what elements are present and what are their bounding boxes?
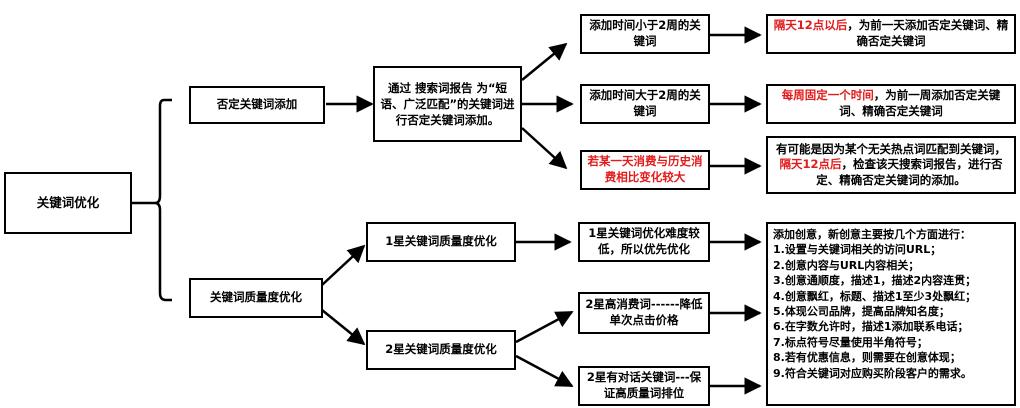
- result-1-rest: ，为前一天添加否定关键词、精确否定关键词: [847, 18, 1009, 48]
- creative-tip-9: 9.符合关键词对应购买阶段客户的需求。: [773, 366, 972, 380]
- case-2-condition: 添加时间大于2周的关键词: [589, 88, 701, 118]
- result-1-text: 隔天12点以后，为前一天添加否定关键词、精确否定关键词: [772, 18, 1010, 49]
- star1-detail-box: 1星关键词优化难度较低，所以优先优化: [578, 222, 710, 262]
- branch-quality-score: 关键词质量度优化: [189, 278, 323, 318]
- creative-tip-3: 3.创意通顺度，描述1，描述2内容连贯；: [773, 274, 977, 288]
- star2-quality-box: 2星关键词质量度优化: [366, 330, 516, 370]
- arrow-quality-to-star2: [321, 309, 366, 346]
- root-label: 关键词优化: [36, 194, 100, 210]
- result-2-text: 每周固定一个时间，为前一周添加否定关键词、精确否定关键词: [772, 88, 1010, 119]
- creative-tip-6: 6.在字数允许时，描述1添加联系电话；: [773, 320, 969, 334]
- negative-result-2: 每周固定一个时间，为前一周添加否定关键词、精确否定关键词: [766, 84, 1016, 124]
- star1-detail-text: 1星关键词优化难度较低，所以优先优化: [588, 226, 700, 256]
- root-node: 关键词优化: [4, 172, 132, 234]
- creative-tip-7: 7.标点符号尽量使用半角符号；: [773, 335, 928, 349]
- negative-case-3: 若某一天消费与历史消费相比变化较大: [580, 150, 710, 190]
- star2-detail-1-text: 2星高消费词------降低单次点击价格: [585, 297, 703, 327]
- arrow-method-to-case1: [521, 42, 568, 81]
- arrow-star2-to-detail2: [515, 354, 574, 388]
- branch-quality-label: 关键词质量度优化: [210, 290, 302, 305]
- case-1-condition: 添加时间小于2周的关键词: [589, 18, 701, 48]
- star2-detail-2-box: 2星有对话关键词---保证高质量词排位: [578, 366, 710, 406]
- result-3-pre: 有可能是因为某个无关热点词匹配到关键词，: [776, 141, 1006, 156]
- creative-tip-5: 5.体现公司品牌，提高品牌知名度；: [773, 304, 950, 318]
- result-3-highlight: 隔天12点后: [779, 157, 842, 172]
- result-3-rest: ，检查该天搜索词报告，进行否定、精确否定关键词的添加。: [816, 157, 1003, 187]
- creative-tip-8: 8.若有优惠信息，则需要在创意体现；: [773, 351, 961, 365]
- creative-tip-2: 2.创意内容与URL内容相关；: [773, 258, 920, 272]
- star2-detail-1-box: 2星高消费词------降低单次点击价格: [578, 292, 710, 334]
- negative-case-1: 添加时间小于2周的关键词: [580, 14, 710, 54]
- creative-tip-1: 1.设置与关键词相关的访问URL；: [773, 243, 942, 257]
- root-bracket: [132, 98, 172, 302]
- result-1-highlight: 隔天12点以后: [773, 18, 848, 33]
- branch-negative-label: 否定关键词添加: [216, 97, 298, 112]
- star1-quality-box: 1星关键词质量度优化: [366, 222, 516, 262]
- negative-result-3: 有可能是因为某个无关热点词匹配到关键词，隔天12点后，检查该天搜索词报告，进行否…: [766, 136, 1016, 194]
- creative-tips-box: 添加创意，新创意主要按几个方面进行： 1.设置与关键词相关的访问URL； 2.创…: [766, 222, 1016, 406]
- negative-case-2: 添加时间大于2周的关键词: [580, 84, 710, 124]
- result-3-text: 有可能是因为某个无关热点词匹配到关键词，隔天12点后，检查该天搜索词报告，进行否…: [772, 142, 1010, 189]
- arrow-star2-to-detail1: [515, 310, 574, 344]
- branch-negative-keywords: 否定关键词添加: [189, 86, 325, 124]
- negative-result-1: 隔天12点以后，为前一天添加否定关键词、精确否定关键词: [766, 14, 1016, 54]
- star2-label: 2星关键词质量度优化: [385, 342, 497, 357]
- negative-method-box: 通过 搜索词报告 为“短语、广泛匹配”的关键词进行否定关键词添加。: [373, 66, 522, 142]
- case-3-condition: 若某一天消费与历史消费相比变化较大: [587, 154, 703, 184]
- star2-detail-2-text: 2星有对话关键词---保证高质量词排位: [586, 370, 702, 400]
- arrow-method-to-case3: [521, 127, 568, 170]
- result-2-highlight: 每周固定一个时间: [781, 88, 874, 103]
- star1-label: 1星关键词质量度优化: [385, 234, 497, 249]
- creative-tip-4: 4.创意飘红，标题、描述1至少3处飘红；: [773, 289, 977, 303]
- arrow-quality-to-star1: [321, 244, 366, 286]
- creative-tips-intro: 添加创意，新创意主要按几个方面进行：: [773, 228, 971, 241]
- negative-method-text: 通过 搜索词报告 为“短语、广泛匹配”的关键词进行否定关键词添加。: [380, 80, 515, 128]
- result-2-rest: ，为前一周添加否定关键词、精确否定关键词: [839, 88, 1001, 118]
